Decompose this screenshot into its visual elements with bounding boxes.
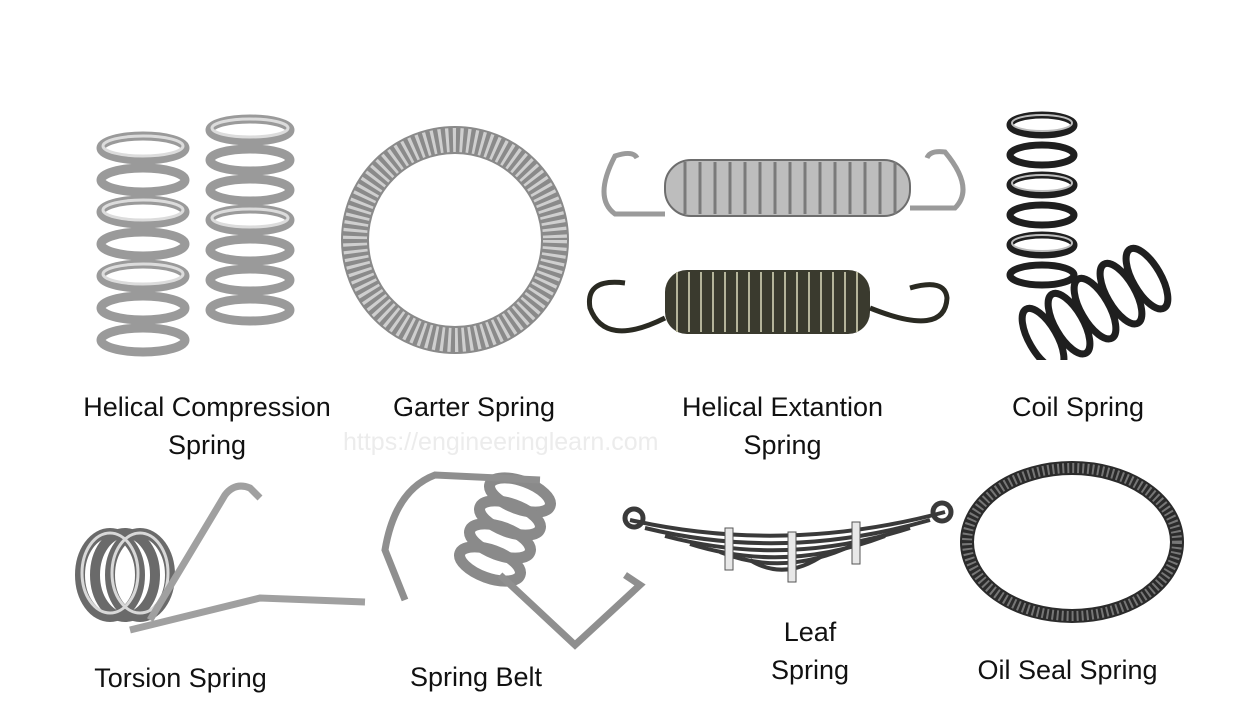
helical-compression-spring-image <box>95 110 300 375</box>
coil-spring-image <box>990 100 1180 360</box>
oil-seal-spring-image <box>955 455 1190 630</box>
spring-belt-image <box>375 460 660 660</box>
label-coil-spring: Coil Spring <box>1011 392 1145 422</box>
label-oil-seal-spring: Oil Seal Spring <box>977 655 1158 685</box>
label-spring-belt: Spring Belt <box>409 662 543 692</box>
label-garter-spring: Garter Spring <box>392 392 556 422</box>
torsion-spring-image <box>70 480 370 650</box>
label-helical-extension-spring: Helical Extantion Spring <box>681 392 884 460</box>
label-helical-compression-spring: Helical Compression Spring <box>83 392 331 460</box>
garter-spring-image <box>335 120 575 360</box>
helical-extension-spring-image <box>585 148 975 348</box>
label-torsion-spring: Torsion Spring <box>94 663 267 693</box>
label-leaf-spring: Leaf Spring <box>770 617 850 685</box>
leaf-spring-image <box>620 500 955 590</box>
watermark-url: https://engineeringlearn.com <box>343 428 659 456</box>
